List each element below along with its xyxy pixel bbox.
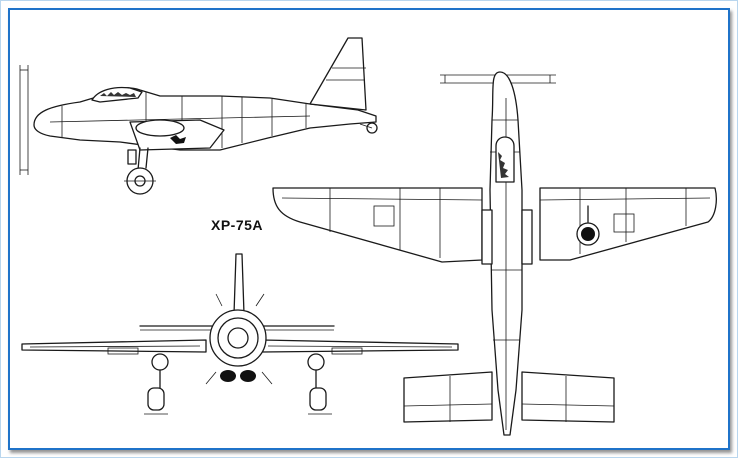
front-view [21,253,459,415]
side-view [19,37,378,195]
aircraft-designation: XP-75A [211,217,264,233]
three-view-drawing [19,37,717,436]
drawing-panel: XP-75A [8,8,730,450]
plan-view [272,71,717,436]
